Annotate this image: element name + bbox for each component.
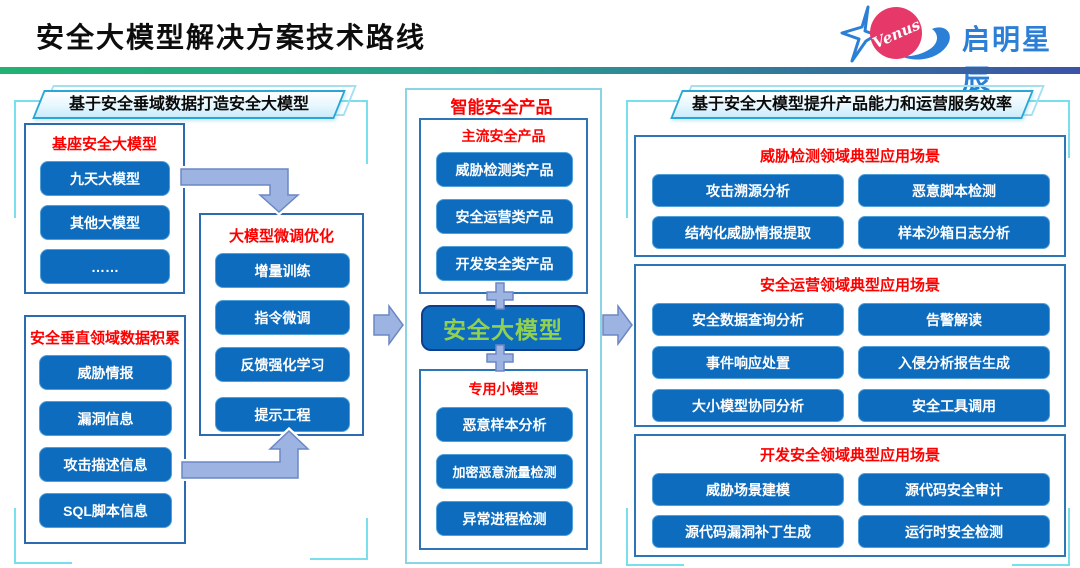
secops-scenarios-box: 安全运营领域典型应用场景 安全数据查询分析 告警解读 事件响应处置 入侵分析报告… bbox=[634, 264, 1066, 427]
btn-threat-detection-products: 威胁检测类产品 bbox=[436, 152, 573, 187]
btn-jiutian-model: 九天大模型 bbox=[40, 161, 170, 196]
left-section-banner: 基于安全垂域数据打造安全大模型 bbox=[32, 85, 357, 119]
btn-prompt-engineering: 提示工程 bbox=[215, 397, 350, 432]
page-title: 安全大模型解决方案技术路线 bbox=[36, 22, 427, 53]
btn-ellipsis: …… bbox=[40, 249, 170, 284]
btn-threat-scenario-modeling: 威胁场景建模 bbox=[652, 473, 844, 506]
btn-data-query-analysis: 安全数据查询分析 bbox=[652, 303, 844, 336]
btn-intrusion-report-generation: 入侵分析报告生成 bbox=[858, 346, 1050, 379]
right-arrow-middle-to-right-icon bbox=[602, 303, 633, 347]
venus-logo-mark: Venus bbox=[840, 5, 950, 63]
mainstream-products-box: 主流安全产品 威胁检测类产品 安全运营类产品 开发安全类产品 bbox=[419, 118, 588, 294]
btn-incident-response: 事件响应处置 bbox=[652, 346, 844, 379]
right-section-banner: 基于安全大模型提升产品能力和运营服务效率 bbox=[670, 85, 1045, 119]
btn-rlhf: 反馈强化学习 bbox=[215, 347, 350, 382]
corner-bracket bbox=[626, 508, 684, 566]
elbow-arrow-down-icon bbox=[180, 168, 300, 214]
elbow-arrow-halo bbox=[178, 166, 306, 217]
base-model-box: 基座安全大模型 九天大模型 其他大模型 …… bbox=[24, 123, 185, 294]
btn-runtime-security-detection: 运行时安全检测 bbox=[858, 515, 1050, 548]
base-model-title: 基座安全大模型 bbox=[51, 136, 157, 153]
sparkle-star-icon bbox=[840, 5, 878, 63]
secops-scenarios-title: 安全运营领域典型应用场景 bbox=[759, 277, 940, 294]
btn-incremental-training: 增量训练 bbox=[215, 253, 350, 288]
btn-secops-products: 安全运营类产品 bbox=[436, 199, 573, 234]
threat-detection-scenarios-box: 威胁检测领域典型应用场景 攻击溯源分析 恶意脚本检测 结构化威胁情报提取 样本沙… bbox=[634, 135, 1066, 257]
btn-sandbox-log-analysis: 样本沙箱日志分析 bbox=[858, 216, 1050, 249]
devsec-scenarios-box: 开发安全领域典型应用场景 威胁场景建模 源代码安全审计 源代码漏洞补丁生成 运行… bbox=[634, 434, 1066, 557]
small-models-title: 专用小模型 bbox=[468, 381, 539, 397]
swoosh-icon bbox=[900, 27, 950, 60]
elbow-arrow-halo bbox=[179, 426, 316, 481]
security-data-title: 安全垂直领域数据积累 bbox=[29, 330, 180, 347]
btn-source-code-audit: 源代码安全审计 bbox=[858, 473, 1050, 506]
btn-vuln-patch-generation: 源代码漏洞补丁生成 bbox=[652, 515, 844, 548]
corner-bracket bbox=[626, 100, 678, 218]
btn-malicious-sample-analysis: 恶意样本分析 bbox=[436, 407, 573, 442]
right-arrow-left-to-middle-icon bbox=[373, 303, 404, 347]
btn-encrypted-traffic-detection: 加密恶意流量检测 bbox=[436, 454, 573, 489]
corner-bracket bbox=[310, 518, 368, 560]
smart-products-title: 智能安全产品 bbox=[450, 98, 553, 117]
divider-bar bbox=[0, 67, 1080, 74]
right-banner-label: 基于安全大模型提升产品能力和运营服务效率 bbox=[691, 96, 1012, 113]
btn-other-model: 其他大模型 bbox=[40, 205, 170, 240]
btn-sql-script: SQL脚本信息 bbox=[39, 493, 172, 528]
btn-security-tool-invocation: 安全工具调用 bbox=[858, 389, 1050, 422]
btn-malicious-script-detection: 恶意脚本检测 bbox=[858, 174, 1050, 207]
corner-bracket bbox=[1012, 508, 1070, 566]
btn-abnormal-process-detection: 异常进程检测 bbox=[436, 501, 573, 536]
corner-bracket bbox=[1018, 100, 1070, 158]
security-llm-box: 安全大模型 bbox=[421, 305, 585, 351]
btn-alert-interpretation: 告警解读 bbox=[858, 303, 1050, 336]
btn-instruction-tuning: 指令微调 bbox=[215, 300, 350, 335]
btn-threat-intel-extraction: 结构化威胁情报提取 bbox=[652, 216, 844, 249]
btn-devsec-products: 开发安全类产品 bbox=[436, 246, 573, 281]
btn-vuln-info: 漏洞信息 bbox=[39, 401, 172, 436]
btn-attack-tracing: 攻击溯源分析 bbox=[652, 174, 844, 207]
left-banner-label: 基于安全垂域数据打造安全大模型 bbox=[68, 96, 309, 113]
venustech-logo: Venus 启明星辰 bbox=[838, 4, 1078, 95]
btn-model-collab-analysis: 大小模型协同分析 bbox=[652, 389, 844, 422]
threat-detection-scenarios-title: 威胁检测领域典型应用场景 bbox=[759, 148, 940, 165]
tuning-title: 大模型微调优化 bbox=[228, 228, 334, 245]
security-data-box: 安全垂直领域数据积累 威胁情报 漏洞信息 攻击描述信息 SQL脚本信息 bbox=[24, 315, 186, 544]
tuning-box: 大模型微调优化 增量训练 指令微调 反馈强化学习 提示工程 bbox=[199, 213, 364, 436]
devsec-scenarios-title: 开发安全领域典型应用场景 bbox=[759, 447, 940, 464]
elbow-arrow-up-icon bbox=[181, 429, 310, 479]
venus-circle-icon bbox=[870, 7, 922, 59]
btn-attack-description: 攻击描述信息 bbox=[39, 447, 172, 482]
small-models-box: 专用小模型 恶意样本分析 加密恶意流量检测 异常进程检测 bbox=[419, 369, 588, 550]
corner-bracket bbox=[14, 508, 72, 564]
logo-wordmark: 启明星辰 bbox=[962, 24, 1053, 95]
btn-threat-intel: 威胁情报 bbox=[39, 355, 172, 390]
mainstream-title: 主流安全产品 bbox=[461, 128, 546, 144]
